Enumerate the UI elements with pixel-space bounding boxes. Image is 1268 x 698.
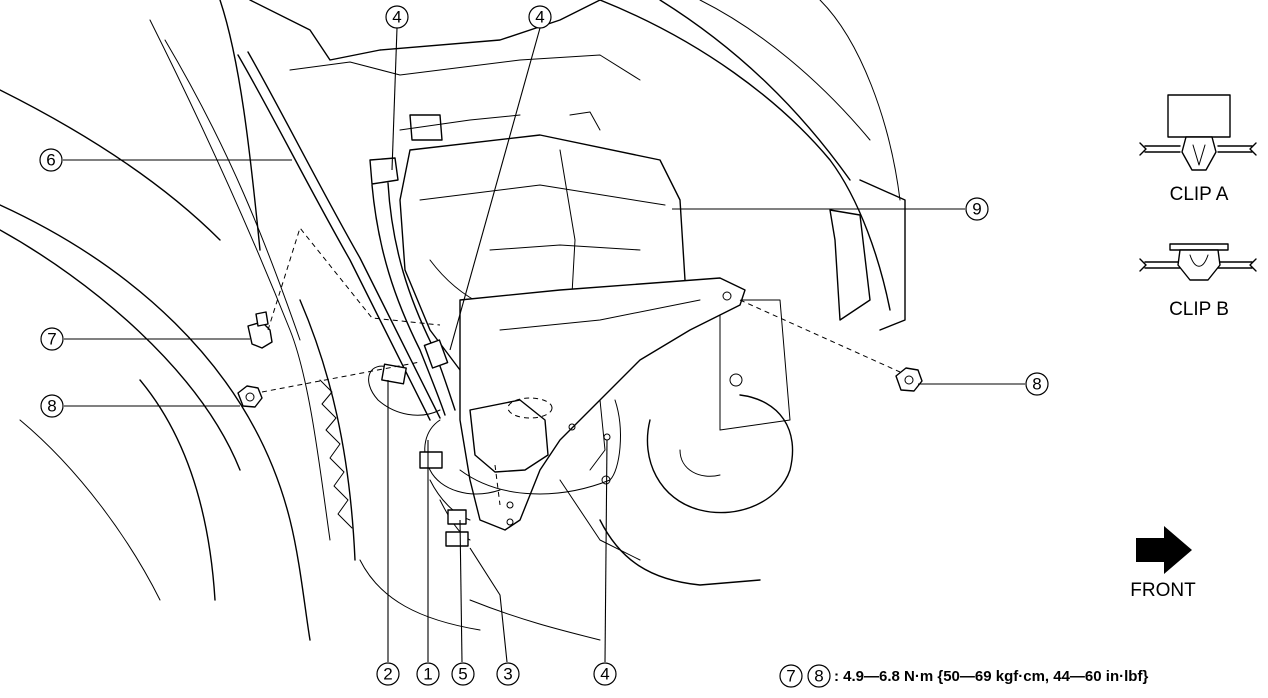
callout-1: 1 xyxy=(416,662,440,686)
nut-8-left-icon xyxy=(237,385,263,408)
callout-3: 3 xyxy=(496,662,520,686)
front-label: FRONT xyxy=(1130,580,1196,601)
clip-a-label: CLIP A xyxy=(1170,184,1229,205)
vehicle-body-lines xyxy=(0,0,906,641)
nut-8-right-icon xyxy=(895,367,923,392)
clip-b-label: CLIP B xyxy=(1169,299,1229,320)
callout-leaders xyxy=(63,27,1025,663)
svg-text:3: 3 xyxy=(503,665,512,684)
callout-4-bottom: 4 xyxy=(593,662,617,686)
callout-8-right: 8 xyxy=(1025,372,1049,396)
svg-text:6: 6 xyxy=(46,151,55,170)
callout-9: 9 xyxy=(965,197,989,221)
svg-text:2: 2 xyxy=(383,665,392,684)
callout-7: 7 xyxy=(40,327,64,351)
clip-b-figure: CLIP B xyxy=(1139,243,1257,320)
torque-part-8: 8 xyxy=(814,667,823,686)
svg-text:4: 4 xyxy=(535,8,544,27)
front-direction-indicator: FRONT xyxy=(1130,526,1196,601)
callout-4-top-left: 4 xyxy=(385,5,409,29)
svg-text:4: 4 xyxy=(392,8,401,27)
callout-8-left: 8 xyxy=(40,394,64,418)
torque-spec: 7 8 : 4.9—6.8 N·m {50—69 kgf·cm, 44—60 i… xyxy=(779,664,1148,688)
svg-text:4: 4 xyxy=(600,665,609,684)
callout-6: 6 xyxy=(39,148,63,172)
callout-5: 5 xyxy=(451,662,475,686)
svg-text:8: 8 xyxy=(1032,375,1041,394)
svg-text:9: 9 xyxy=(972,200,981,219)
torque-value: : 4.9—6.8 N·m {50—69 kgf·cm, 44—60 in·lb… xyxy=(834,668,1148,685)
clip-a-figure: CLIP A xyxy=(1139,94,1257,205)
callout-4-top-right: 4 xyxy=(528,5,552,29)
fasteners xyxy=(237,226,923,506)
callout-2: 2 xyxy=(376,662,400,686)
torque-part-7: 7 xyxy=(786,667,795,686)
svg-text:5: 5 xyxy=(458,665,467,684)
svg-text:8: 8 xyxy=(47,397,56,416)
svg-text:7: 7 xyxy=(47,330,56,349)
clip-7-icon xyxy=(247,311,273,349)
arrow-right-icon xyxy=(1136,526,1192,574)
hoses-and-harness xyxy=(237,51,621,547)
washer-tank xyxy=(369,111,746,531)
svg-text:1: 1 xyxy=(423,665,432,684)
